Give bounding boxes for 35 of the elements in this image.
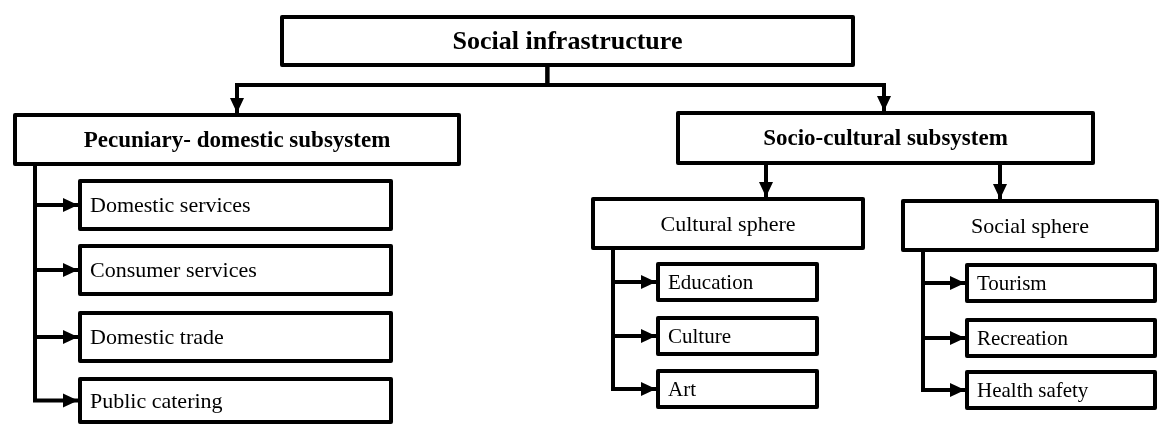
label-text: Culture xyxy=(668,323,731,349)
heading-text: Pecuniary- domestic subsystem xyxy=(83,126,391,153)
arrow xyxy=(611,250,656,396)
label-text: Health safety xyxy=(977,377,1089,403)
label-box xyxy=(78,311,393,363)
label-box xyxy=(656,262,819,302)
label-text: Public catering xyxy=(90,387,223,414)
label-box xyxy=(13,113,461,166)
arrow xyxy=(33,166,78,408)
label-box xyxy=(965,263,1157,303)
label-text: Art xyxy=(668,376,696,402)
arrow xyxy=(993,165,1007,199)
heading-text: Socio-cultural subsystem xyxy=(763,125,1008,151)
label-box xyxy=(965,318,1157,358)
label-text: Cultural sphere xyxy=(660,210,796,237)
arrow xyxy=(545,67,891,111)
label-text: Recreation xyxy=(977,325,1068,351)
label-text: Tourism xyxy=(977,270,1047,296)
label-box xyxy=(280,15,855,67)
label-box xyxy=(656,369,819,409)
label-box xyxy=(78,377,393,424)
label-box xyxy=(656,316,819,356)
label-box xyxy=(676,111,1095,165)
label-box xyxy=(901,199,1159,252)
label-box xyxy=(78,244,393,296)
arrow xyxy=(759,165,773,197)
label-box xyxy=(591,197,865,250)
label-box xyxy=(965,370,1157,410)
label-text: Social sphere xyxy=(971,212,1089,239)
heading-text: Social infrastructure xyxy=(452,26,683,56)
label-text: Consumer services xyxy=(90,257,257,283)
label-box xyxy=(78,179,393,231)
label-text: Domestic trade xyxy=(90,324,224,350)
label-text: Education xyxy=(668,269,754,295)
label-text: Domestic services xyxy=(90,192,251,218)
